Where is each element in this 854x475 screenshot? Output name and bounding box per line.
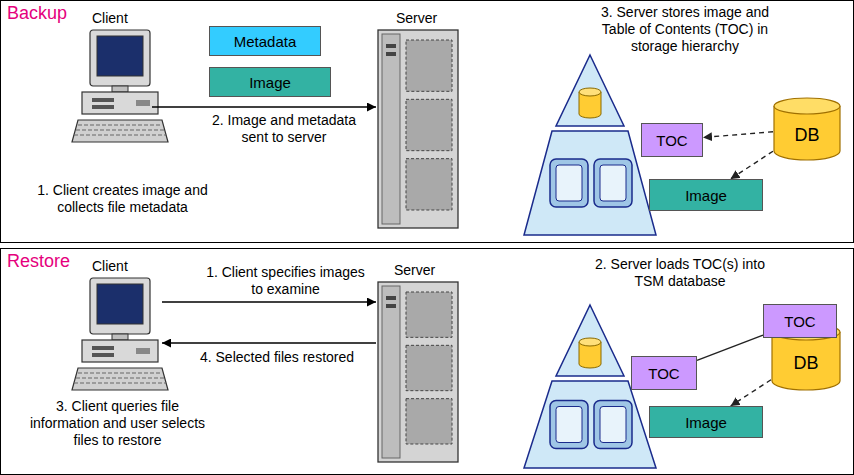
device-label: Server bbox=[394, 262, 454, 279]
image-box: Image bbox=[209, 67, 331, 97]
box-label: TOC bbox=[784, 313, 815, 330]
box-label: Image bbox=[249, 74, 291, 91]
box-label: DB bbox=[793, 353, 818, 374]
box-label: Image bbox=[685, 414, 727, 431]
client-computer bbox=[72, 30, 168, 142]
box-label: Image bbox=[685, 187, 727, 204]
storage-hierarchy bbox=[524, 55, 656, 235]
label-text: Client bbox=[92, 258, 128, 274]
toc-box: TOC bbox=[631, 356, 697, 390]
label-text: 3. Client queries file information and u… bbox=[30, 398, 205, 448]
database-cylinder: DB bbox=[773, 97, 841, 161]
server-tower bbox=[378, 30, 458, 228]
label-text: 3. Server stores image and Table of Cont… bbox=[601, 4, 769, 54]
step-label: 1. Client creates image and collects fil… bbox=[20, 182, 225, 216]
step-label: 3. Server stores image and Table of Cont… bbox=[585, 4, 785, 54]
image-box: Image bbox=[649, 406, 763, 438]
label-text: 2. Server loads TOC(s) into TSM database bbox=[595, 256, 765, 289]
device-label: Client bbox=[92, 258, 152, 275]
connector bbox=[731, 380, 771, 406]
step-label: 2. Server loads TOC(s) into TSM database bbox=[580, 256, 780, 290]
connector bbox=[703, 132, 773, 138]
box-label: Metadata bbox=[234, 33, 297, 50]
label-text: 1. Client specifies images to examine bbox=[206, 264, 365, 297]
arrow-line bbox=[152, 106, 376, 108]
label-text: 4. Selected files restored bbox=[200, 349, 354, 365]
step-label: 1. Client specifies images to examine bbox=[203, 264, 368, 298]
label-text: Client bbox=[92, 10, 128, 26]
toc-box: TOC bbox=[641, 123, 703, 157]
label-text: 1. Client creates image and collects fil… bbox=[37, 182, 207, 215]
device-label: Server bbox=[396, 10, 456, 27]
panel-title: Restore bbox=[7, 251, 70, 272]
connector bbox=[697, 335, 763, 360]
toc-box: TOC bbox=[763, 304, 837, 338]
panel-title: Backup bbox=[7, 3, 67, 24]
client-computer bbox=[72, 278, 168, 390]
box-label: TOC bbox=[656, 132, 687, 149]
device-label: Client bbox=[92, 10, 152, 27]
label-text: Server bbox=[394, 262, 435, 278]
connector bbox=[730, 151, 773, 179]
arrow-line bbox=[162, 342, 376, 344]
box-label: DB bbox=[794, 125, 819, 146]
image-box: Image bbox=[649, 179, 763, 211]
metadata-box: Metadata bbox=[209, 26, 321, 56]
box-label: TOC bbox=[648, 365, 679, 382]
label-text: 2. Image and metadata sent to server bbox=[212, 112, 356, 145]
arrow-line bbox=[162, 301, 376, 303]
step-label: 2. Image and metadata sent to server bbox=[198, 112, 370, 146]
step-label: 3. Client queries file information and u… bbox=[20, 398, 215, 448]
label-text: Server bbox=[396, 10, 437, 26]
step-label: 4. Selected files restored bbox=[182, 349, 372, 366]
server-tower bbox=[378, 282, 458, 462]
